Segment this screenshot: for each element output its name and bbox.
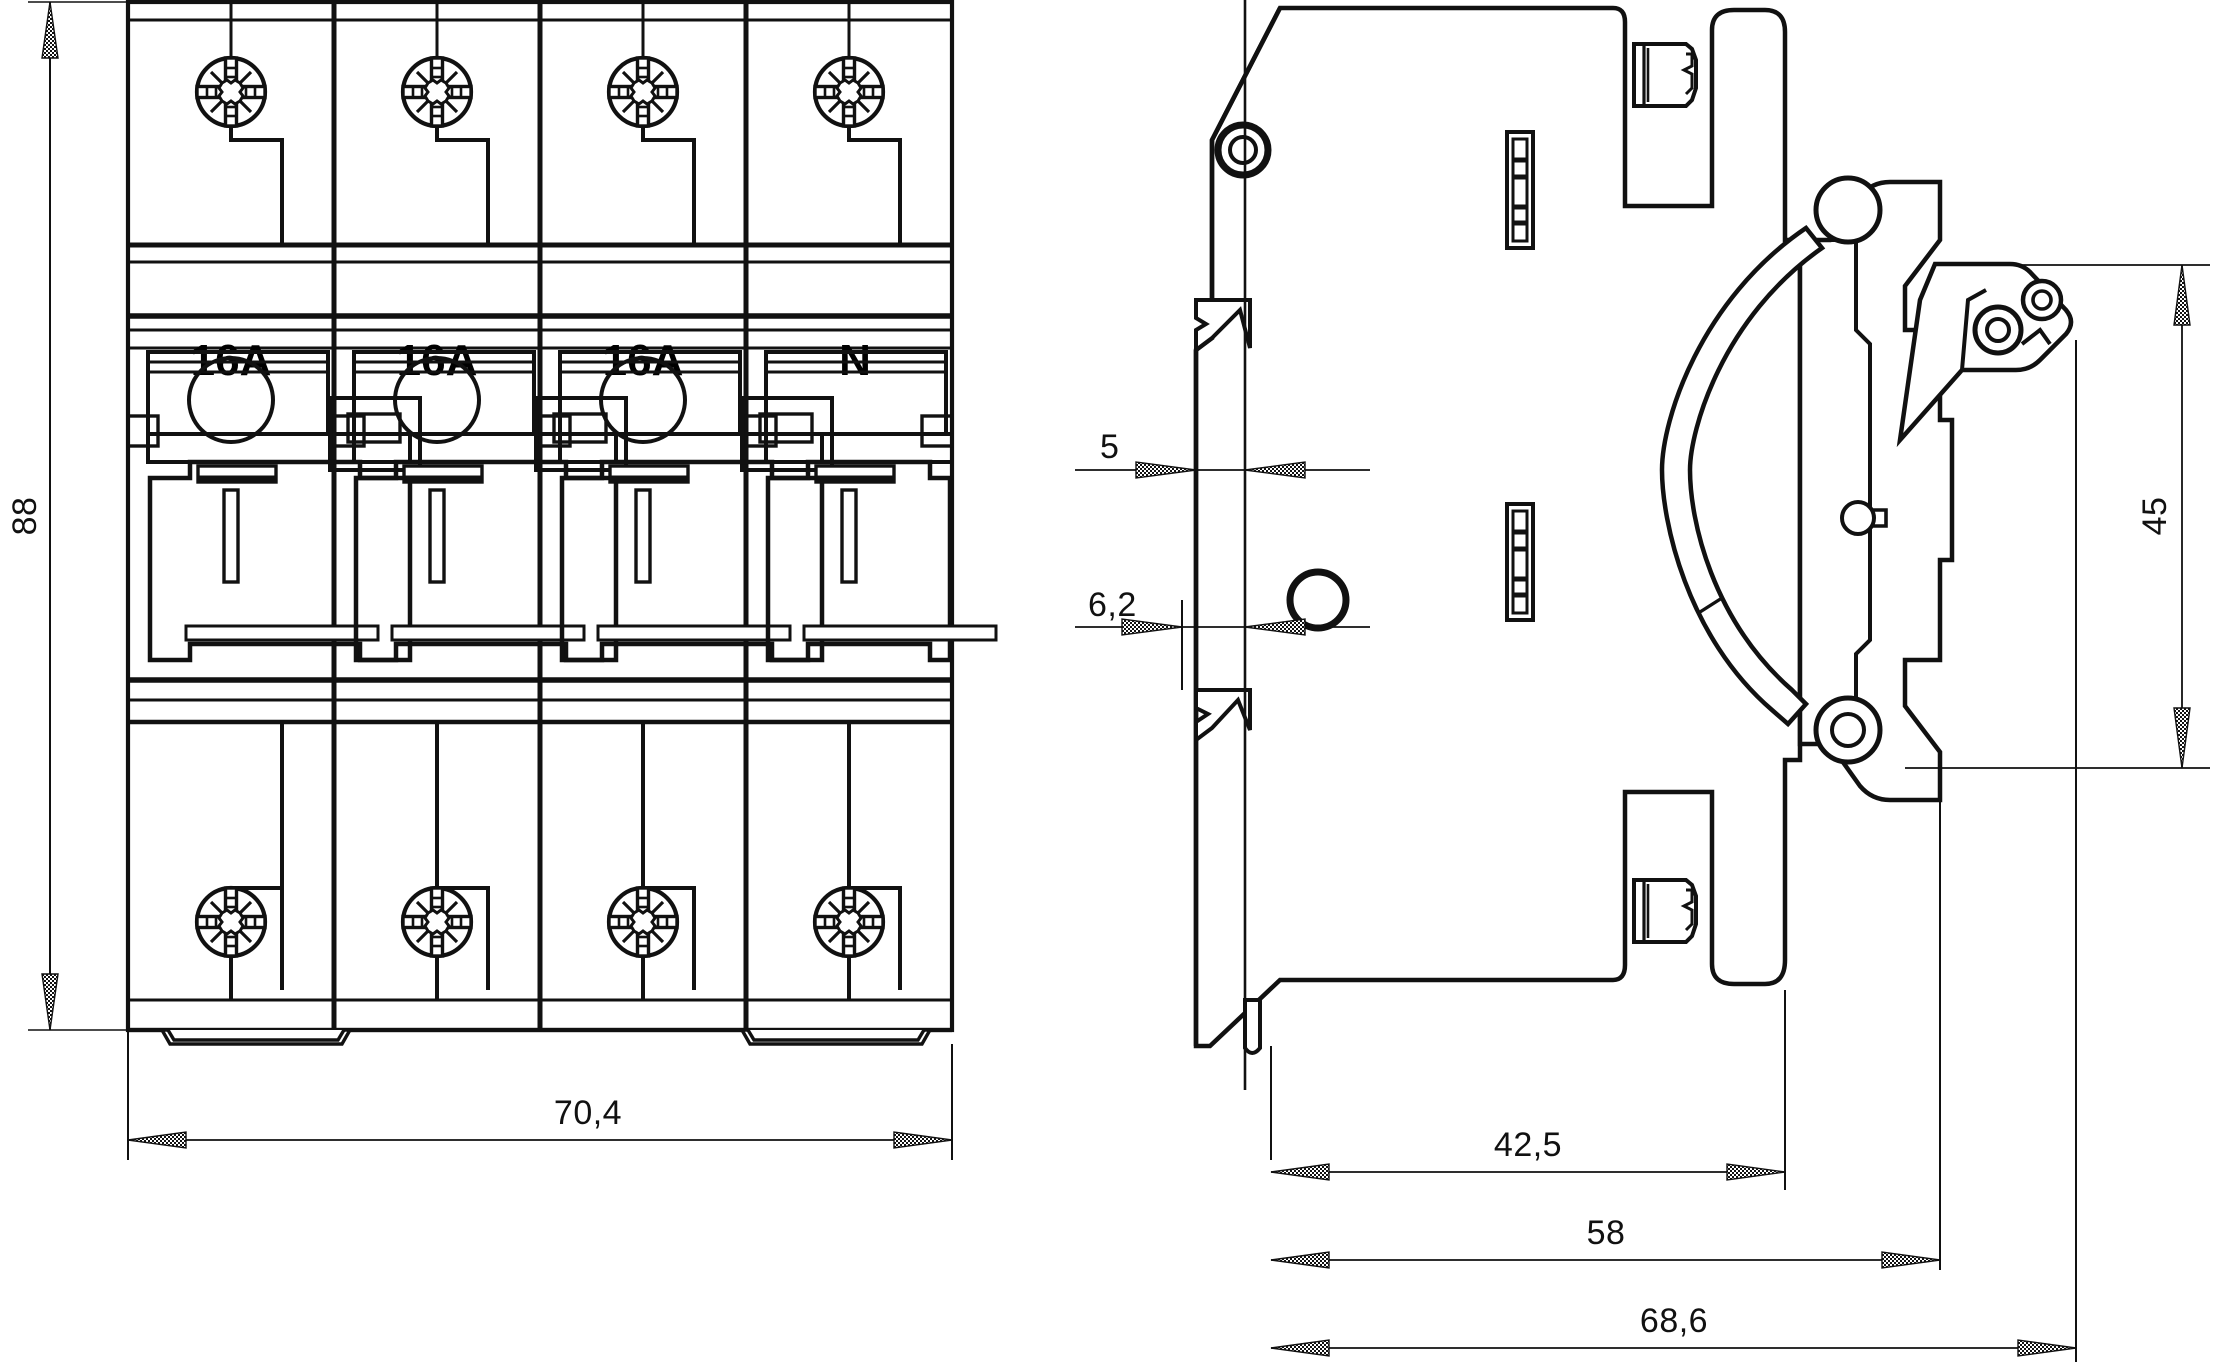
housing-hole-lower [1286, 568, 1350, 632]
screw-icon [197, 58, 265, 126]
rocker-assembly [126, 350, 422, 663]
dimension-6-2: 6,2 [1075, 586, 1370, 690]
front-view-upper-bands [128, 18, 952, 350]
dimension-label-70-4: 70,4 [554, 1094, 622, 1132]
dimension-88: 88 [6, 1, 128, 1031]
screw-icon [197, 888, 265, 956]
arc-center-pin [1840, 500, 1876, 536]
terminal-cage-top [1632, 42, 1698, 108]
housing-rivet-upper-inner [1228, 135, 1258, 165]
screw-icon [815, 58, 883, 126]
front-view-top-terminals [197, 58, 902, 245]
dimension-58: 58 [1270, 800, 1941, 1270]
dimension-label-6-2: 6,2 [1088, 586, 1137, 624]
front-view-bottom-terminals [197, 722, 902, 1000]
terminal-cage-bottom [1632, 878, 1698, 944]
dimension-label-58: 58 [1587, 1214, 1626, 1252]
dimension-label-45: 45 [2136, 497, 2174, 536]
side-view [1193, 5, 2074, 1055]
din-rail-hook-top [1194, 298, 1252, 354]
housing-slot-upper [1507, 132, 1533, 248]
handle-facet-line [1960, 288, 1987, 371]
dimension-45: 45 [1905, 264, 2210, 769]
screw-icon [609, 888, 677, 956]
dimension-label-42-5: 42,5 [1494, 1126, 1562, 1164]
din-rail-hook-bottom [1194, 688, 1252, 744]
housing-slot-lower [1507, 504, 1533, 620]
dimension-68-6: 68,6 [1270, 340, 2077, 1362]
toggle-pivot-top [1813, 175, 1883, 245]
rocker-assembly [332, 350, 628, 663]
din-clip-release-pin [1243, 998, 1262, 1055]
handle-boss-upper-inner [2031, 289, 2053, 311]
side-view-body-outline [1193, 5, 1803, 1049]
screw-icon [403, 888, 471, 956]
dimension-5: 5 [1075, 0, 1370, 1090]
dimension-label-88: 88 [6, 497, 44, 536]
handle-notch [2020, 327, 2052, 346]
rocker-assembly [744, 350, 998, 663]
front-view-rocker-assemblies [126, 350, 998, 663]
toggle-swing-arc [1659, 224, 1826, 728]
screw-icon [609, 58, 677, 126]
front-view-pole-dividers [331, 2, 749, 1030]
toggle-arc-tick [1699, 596, 1723, 614]
screw-icon [403, 58, 471, 126]
dimension-42-5: 42,5 [1270, 990, 1786, 1190]
front-view-rail-feet [159, 1028, 933, 1046]
toggle-pivot-bottom-inner [1830, 712, 1866, 748]
front-view: 16A 16A 16A N [125, 0, 998, 1046]
dimension-label-68-6: 68,6 [1640, 1302, 1708, 1340]
dimension-label-5: 5 [1100, 428, 1119, 466]
side-view-dimensions: 5 6,2 45 42,5 [1075, 0, 2210, 1362]
handle-boss-lower-inner [1985, 317, 2011, 343]
dimension-70-4: 70,4 [127, 1030, 953, 1160]
front-view-dimensions: 88 70,4 [6, 1, 953, 1160]
screw-icon [815, 888, 883, 956]
